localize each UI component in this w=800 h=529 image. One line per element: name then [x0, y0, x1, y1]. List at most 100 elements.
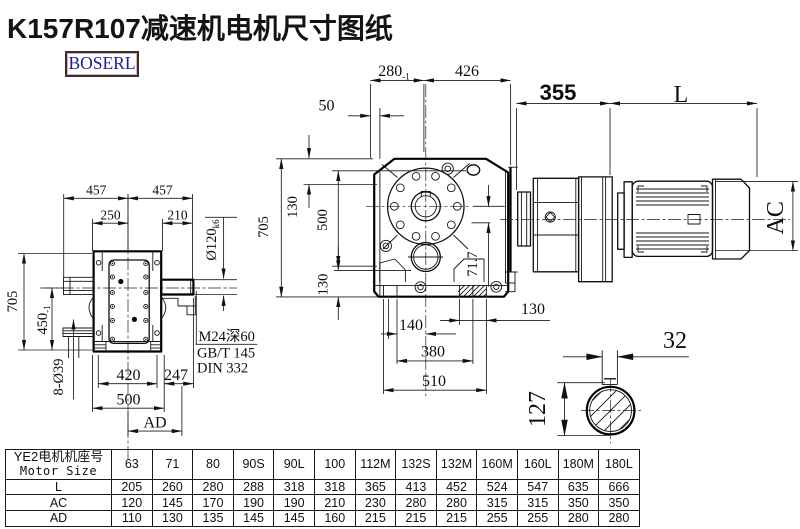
- row-label-L: L: [5, 478, 112, 496]
- table-col-132M: 132M: [435, 449, 478, 480]
- bottom-feet: [93, 341, 162, 352]
- dim-127: 127: [525, 391, 551, 427]
- table-cell: 280: [435, 494, 478, 511]
- table-cell: 280: [557, 509, 600, 527]
- dim-500-front: 500: [315, 209, 331, 231]
- adapter-bell: [517, 191, 532, 247]
- dim-shaft-dia: Ø120: [204, 228, 220, 260]
- left-view-dimensions: 457 457 250 210 Ø120k6 705: [5, 183, 258, 436]
- table-col-180L: 180L: [598, 449, 640, 480]
- table-cell: 666: [598, 478, 640, 496]
- table-cell: 315: [476, 494, 518, 511]
- svg-text:Ø120k6: Ø120k6: [204, 219, 221, 261]
- table-cell: 145: [232, 509, 275, 527]
- row-label-AD: AD: [5, 509, 112, 527]
- dim-210: 210: [167, 208, 188, 223]
- dim-457-left: 457: [86, 183, 107, 198]
- table-cell: 110: [111, 509, 153, 527]
- face-bolt-holes: [109, 260, 149, 342]
- svg-text:280-1: 280-1: [378, 63, 410, 82]
- brand-logo-text: BOSERL: [68, 53, 136, 73]
- table-cell: 288: [232, 478, 275, 496]
- table-cell: 280: [395, 494, 437, 511]
- foot-pad-hatch: [458, 285, 487, 297]
- table-cell: 170: [192, 494, 234, 511]
- front-view-dimensions: 280-1 426 50 705 130 500: [256, 63, 550, 394]
- motor-body: [631, 180, 714, 258]
- dim-130-bottom: 130: [316, 274, 332, 296]
- adapter-flange: [577, 176, 613, 283]
- table-cell: 135: [192, 509, 234, 527]
- dim-130-foot: 130: [521, 301, 545, 318]
- table-cell: 145: [151, 494, 194, 511]
- flange-bolt-holes: [389, 171, 462, 241]
- dim-426: 426: [455, 63, 479, 80]
- dim-420: 420: [117, 367, 141, 384]
- keyway: [601, 350, 618, 385]
- table-cell: 210: [313, 494, 356, 511]
- brand-logo: BOSERL: [65, 51, 139, 77]
- adapter-housing: [532, 177, 580, 273]
- table-col-112M: 112M: [354, 449, 397, 480]
- table-cell: 145: [273, 509, 315, 527]
- dim-250: 250: [100, 208, 121, 223]
- dim-140: 140: [399, 317, 423, 334]
- dim-247: 247: [164, 367, 188, 384]
- table-cell: 215: [354, 509, 397, 527]
- dim-AC: AC: [763, 201, 789, 234]
- output-shaft-stub: [160, 278, 195, 296]
- table-cell: 318: [313, 478, 356, 496]
- table-cell: 255: [516, 509, 559, 527]
- motor-assembly: [500, 176, 790, 283]
- table-col-160M: 160M: [476, 449, 518, 480]
- table-col-90S: 90S: [232, 449, 275, 480]
- table-cell: 635: [557, 478, 600, 496]
- table-cell: 205: [111, 478, 153, 496]
- table-cell: 230: [354, 494, 397, 511]
- dim-510: 510: [422, 373, 446, 390]
- table-cell: 255: [476, 509, 518, 527]
- dim-50: 50: [319, 98, 335, 115]
- table-col-80: 80: [192, 449, 234, 480]
- dim-32: 32: [663, 328, 687, 354]
- housing-bolts: [379, 162, 503, 294]
- table-cell: 524: [476, 478, 518, 496]
- dim-AD: AD: [143, 415, 166, 432]
- table-cell: 130: [151, 509, 194, 527]
- table-cell: 190: [232, 494, 275, 511]
- table-cell: 260: [151, 478, 194, 496]
- table-cell: 365: [354, 478, 397, 496]
- table-col-63: 63: [111, 449, 153, 480]
- dim-450-tol: -1: [42, 305, 52, 313]
- table-cell: 190: [273, 494, 315, 511]
- left-foot: [62, 327, 95, 358]
- table-cell: 160: [313, 509, 356, 527]
- table-cell: 413: [395, 478, 437, 496]
- table-cell: 215: [435, 509, 478, 527]
- shaft-section: 32 127: [525, 328, 689, 444]
- dim-457-right: 457: [152, 183, 173, 198]
- table-cell: 452: [435, 478, 478, 496]
- note-thread: M24深60: [199, 328, 255, 345]
- table-col-160L: 160L: [516, 449, 559, 480]
- dim-380: 380: [421, 344, 445, 361]
- table-cell: 350: [598, 494, 640, 511]
- motor-dimensions: 355 L AC: [516, 80, 798, 251]
- gearbox-side: [505, 166, 518, 293]
- table-col-100: 100: [313, 449, 356, 480]
- table-cell: 120: [111, 494, 153, 511]
- table-cell: 215: [395, 509, 437, 527]
- dim-71-7: 71.7: [465, 251, 481, 276]
- table-cell: 280: [192, 478, 234, 496]
- table-cell: 350: [557, 494, 600, 511]
- table-cell: 547: [516, 478, 559, 496]
- svg-text:450-1: 450-1: [35, 305, 52, 334]
- dim-L: L: [674, 82, 689, 108]
- table-col-90L: 90L: [273, 449, 315, 480]
- dim-705-left: 705: [5, 291, 21, 313]
- input-shaft-stub: [63, 276, 95, 296]
